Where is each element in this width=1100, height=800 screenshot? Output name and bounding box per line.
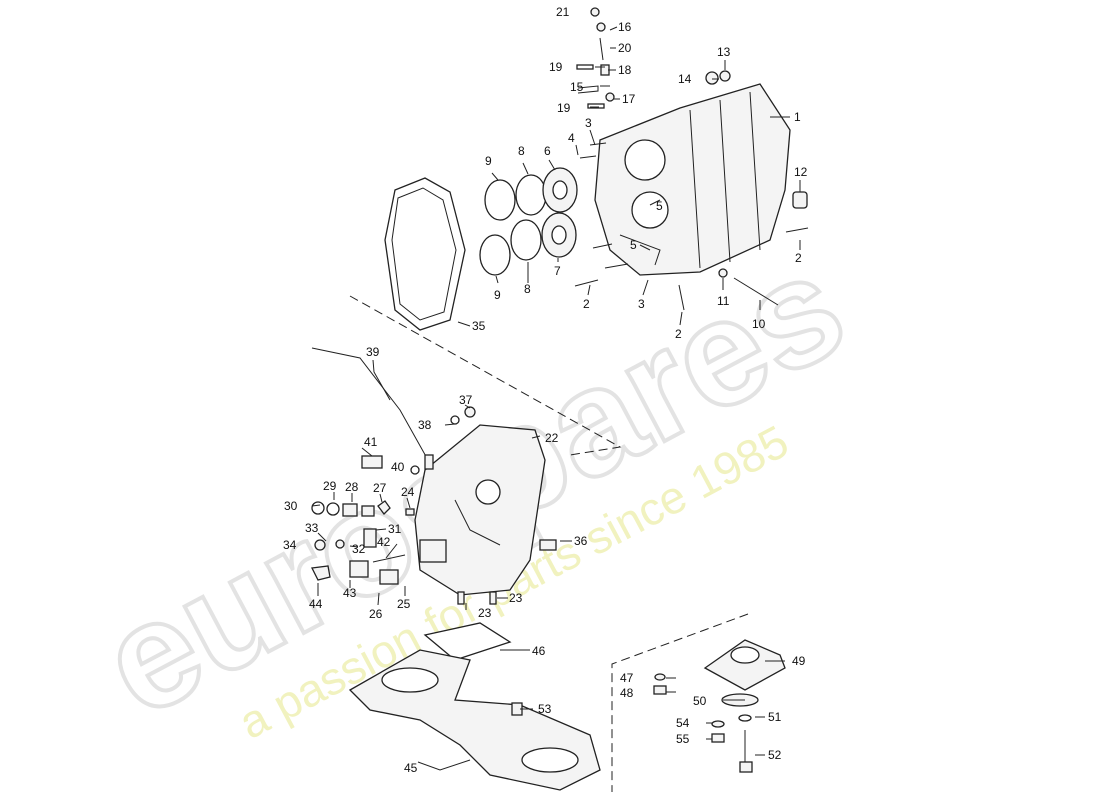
callout-23: 23	[509, 591, 523, 605]
callout-47: 47	[620, 671, 634, 685]
callout-3: 3	[585, 116, 592, 130]
bearings-and-rings	[479, 167, 578, 276]
callout-50: 50	[693, 694, 707, 708]
callout-44: 44	[309, 597, 323, 611]
callout-labels: 1 2 2 2 3 3 4 5 5 6 7 8 8 9 9 10 11 12 1…	[283, 5, 808, 775]
callout-2: 2	[795, 251, 802, 265]
callout-43: 43	[343, 586, 357, 600]
callout-28: 28	[345, 480, 359, 494]
section-divider-lines	[349, 295, 749, 792]
callout-19: 19	[557, 101, 571, 115]
gasket-35	[384, 177, 466, 331]
callout-25: 25	[397, 597, 411, 611]
callout-8: 8	[518, 144, 525, 158]
callout-46: 46	[532, 644, 546, 658]
callout-19: 19	[549, 60, 563, 74]
callout-23: 23	[478, 606, 492, 620]
mount-parts	[653, 639, 786, 773]
crossmember-45	[348, 649, 601, 791]
callout-45: 45	[404, 761, 418, 775]
callout-27: 27	[373, 481, 387, 495]
callout-35: 35	[472, 319, 486, 333]
callout-38: 38	[418, 418, 432, 432]
callout-2: 2	[583, 297, 590, 311]
callout-2: 2	[675, 327, 682, 341]
callout-10: 10	[752, 317, 766, 331]
callout-20: 20	[618, 41, 632, 55]
callout-36: 36	[574, 534, 588, 548]
strap-39	[311, 347, 429, 461]
callout-14: 14	[678, 72, 692, 86]
callout-49: 49	[792, 654, 806, 668]
callout-16: 16	[618, 20, 632, 34]
callout-31: 31	[388, 522, 402, 536]
callout-12: 12	[794, 165, 808, 179]
callout-7: 7	[554, 264, 561, 278]
rear-cover	[414, 424, 546, 596]
selector-parts	[311, 406, 557, 605]
callout-37: 37	[459, 393, 473, 407]
callout-42: 42	[377, 535, 391, 549]
callout-9: 9	[494, 288, 501, 302]
callout-5: 5	[630, 238, 637, 252]
callout-41: 41	[364, 435, 378, 449]
callout-52: 52	[768, 748, 782, 762]
callout-21: 21	[556, 5, 570, 19]
callout-9: 9	[485, 154, 492, 168]
callout-6: 6	[544, 144, 551, 158]
callout-11: 11	[717, 294, 730, 308]
callout-34: 34	[283, 538, 297, 552]
callout-22: 22	[545, 431, 559, 445]
callout-32: 32	[352, 542, 366, 556]
callout-54: 54	[676, 716, 690, 730]
plug-and-washers-top	[576, 7, 808, 278]
callout-5: 5	[656, 199, 663, 213]
studs	[574, 37, 809, 311]
callout-13: 13	[717, 45, 731, 59]
callout-55: 55	[676, 732, 690, 746]
callout-15: 15	[570, 80, 584, 94]
callout-26: 26	[369, 607, 383, 621]
callout-29: 29	[323, 479, 337, 493]
leader-lines	[311, 26, 801, 771]
callout-53: 53	[538, 702, 552, 716]
callout-3: 3	[638, 297, 645, 311]
callout-1: 1	[794, 110, 801, 124]
callout-4: 4	[568, 131, 575, 145]
callout-30: 30	[284, 499, 298, 513]
callout-40: 40	[391, 460, 405, 474]
callout-18: 18	[618, 63, 632, 77]
callout-8: 8	[524, 282, 531, 296]
callout-17: 17	[622, 92, 636, 106]
plate-46	[423, 622, 512, 661]
callout-48: 48	[620, 686, 634, 700]
callout-51: 51	[768, 710, 782, 724]
callout-33: 33	[305, 521, 319, 535]
callout-39: 39	[366, 345, 380, 359]
callout-24: 24	[401, 485, 415, 499]
